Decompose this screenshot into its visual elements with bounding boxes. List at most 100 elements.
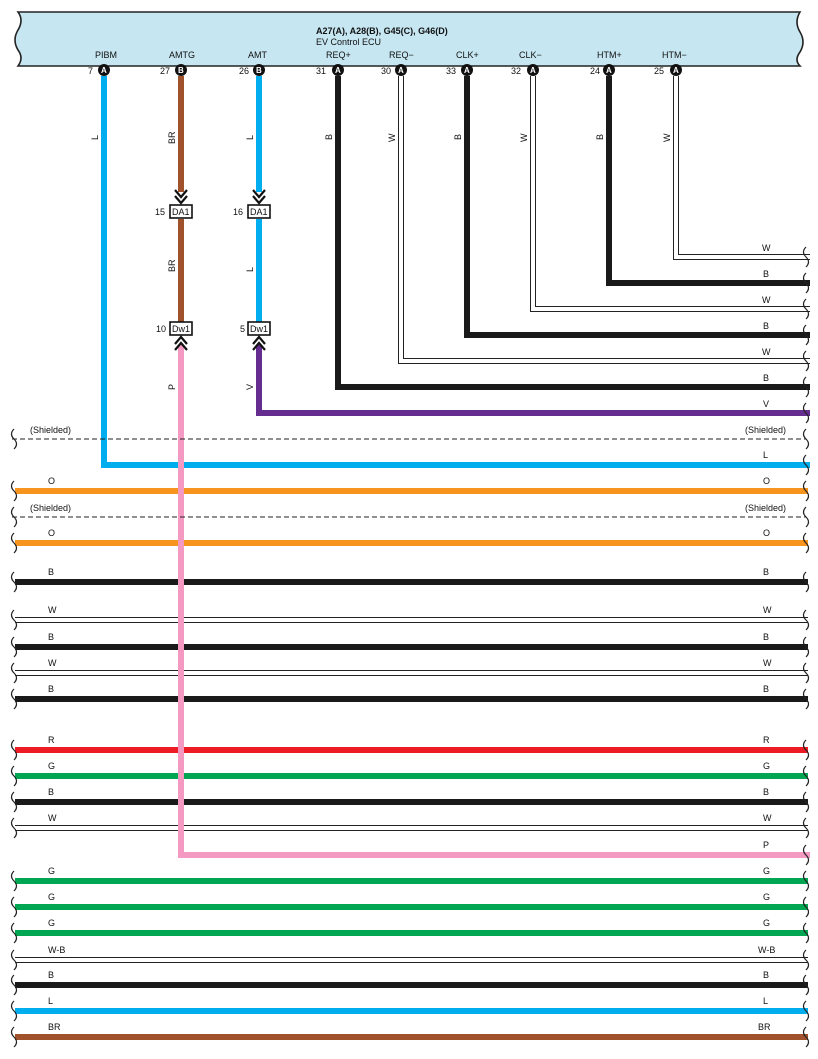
break-mark (802, 480, 810, 502)
pin-number: 25 (654, 66, 664, 76)
pin-circle (670, 64, 682, 76)
pin-name: REQ− (389, 50, 414, 60)
wire-label: BR (167, 259, 177, 272)
break-mark (10, 688, 18, 710)
break-mark (10, 922, 18, 944)
break-mark (802, 298, 810, 320)
break-mark (802, 532, 810, 554)
break-mark (10, 870, 18, 892)
vertical-wires (101, 76, 810, 468)
pin-circle (603, 64, 615, 76)
wire-label: O (763, 476, 770, 486)
wire-label: B (48, 567, 54, 577)
wire-label: R (48, 735, 55, 745)
break-mark (10, 532, 18, 554)
wire-label: L (48, 996, 53, 1006)
connector-label: DA1 (250, 207, 268, 217)
wire-label: B (763, 269, 769, 279)
break-mark (802, 1000, 810, 1022)
ecu-title: A27(A), A28(B), G45(C), G46(D) (316, 26, 448, 36)
break-mark (10, 896, 18, 918)
connector-label: Dw1 (250, 324, 268, 334)
wire-label: P (167, 384, 177, 390)
wire-label: P (763, 840, 769, 850)
pin-connector-letter: A (335, 66, 341, 75)
wire-label: B (763, 970, 769, 980)
pin-number: 33 (446, 66, 456, 76)
wire-clk-plus (464, 76, 810, 338)
shield-label: (Shielded) (30, 503, 71, 513)
break-mark (10, 974, 18, 996)
wire-label: W (763, 813, 772, 823)
connector-pin-number: 5 (240, 324, 245, 334)
wire-label: L (90, 135, 100, 140)
break-mark (802, 688, 810, 710)
break-mark (802, 765, 810, 787)
connector-box (247, 204, 271, 219)
pin-name: AMT (248, 50, 268, 60)
break-mark (802, 428, 810, 450)
pin-connector-letter: A (673, 66, 679, 75)
break-mark (802, 272, 810, 294)
wire-label: W-B (48, 945, 65, 955)
wire-label: W (48, 605, 57, 615)
pin-number: 24 (590, 66, 600, 76)
wire-label: G (48, 866, 55, 876)
pin-name: REQ+ (326, 50, 351, 60)
wire-label: G (763, 892, 770, 902)
wire-label: B (763, 373, 769, 383)
wire-label: B (763, 321, 769, 331)
wire-label: B (763, 567, 769, 577)
connector-pin-number: 10 (156, 324, 166, 334)
pin-connector-letter: A (530, 66, 536, 75)
connector-box (169, 204, 193, 219)
wire-req-minus-core (399, 76, 810, 363)
wire-label: W (387, 133, 397, 142)
break-mark (802, 791, 810, 813)
break-mark (802, 817, 810, 839)
pin-number: 27 (160, 66, 170, 76)
wire-label: B (763, 787, 769, 797)
wire-htm-plus (606, 76, 810, 286)
pin-number-group: 7 27 26 31 30 33 32 24 25 (88, 66, 664, 76)
pin-circle (527, 64, 539, 76)
wire-label: R (763, 735, 770, 745)
break-mark (802, 662, 810, 684)
break-mark (802, 922, 810, 944)
wire-label: BR (167, 131, 177, 144)
break-mark (802, 402, 810, 424)
wire-label: B (453, 134, 463, 140)
wire-req-plus (335, 76, 810, 390)
wire-label: W (762, 347, 771, 357)
ecu-box: A27(A), A28(B), G45(C), G46(D) EV Contro… (14, 11, 804, 67)
wire-label: L (763, 996, 768, 1006)
break-mark (10, 949, 18, 971)
pin-number: 26 (239, 66, 249, 76)
break-mark (802, 350, 810, 372)
pin-connector-letter: B (178, 66, 184, 75)
wire-label: W (763, 658, 772, 668)
wire-label: B (763, 684, 769, 694)
wire-label: W (762, 243, 771, 253)
wire-label: G (48, 892, 55, 902)
chevron-down-icon (252, 189, 266, 205)
shield-label: (Shielded) (745, 503, 786, 513)
pin-name: HTM+ (597, 50, 622, 60)
break-mark (802, 571, 810, 593)
wire-label: V (763, 399, 769, 409)
pin-circles: A B B A A A A A A (98, 64, 682, 76)
wire-label: G (48, 761, 55, 771)
wire-htm-minus-core (674, 76, 810, 259)
pin-number: 30 (381, 66, 391, 76)
pin-number: 32 (511, 66, 521, 76)
break-mark (802, 324, 810, 346)
break-mark (802, 506, 810, 528)
wire-label: B (48, 632, 54, 642)
connector-label: DA1 (172, 207, 190, 217)
shield-group: (Shielded) (Shielded) (Shielded) (Shield… (12, 425, 806, 518)
pin-circle (175, 64, 187, 76)
wire-label: W (763, 605, 772, 615)
wire-label: W (662, 133, 672, 142)
